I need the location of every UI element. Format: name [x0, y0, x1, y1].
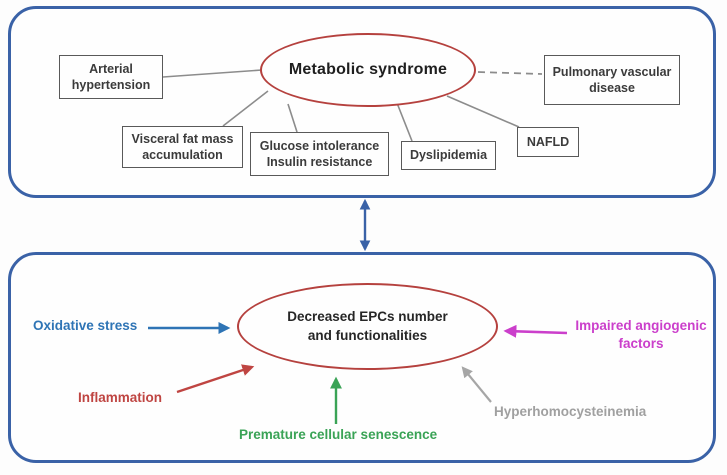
node-label: Glucose intolerance Insulin resistance — [259, 138, 380, 169]
node-glucose-insulin: Glucose intolerance Insulin resistance — [250, 132, 389, 176]
metabolic-syndrome-label: Metabolic syndrome — [288, 61, 448, 78]
node-nafld: NAFLD — [517, 127, 579, 157]
factor-oxidative-stress: Oxidative stress — [33, 318, 138, 333]
factor-impaired-angiogenic-factors: Impaired angiogenic factors — [575, 318, 707, 351]
node-pulmonary-vascular-disease: Pulmonary vascular disease — [544, 55, 680, 105]
node-visceral-fat-mass: Visceral fat mass accumulation — [122, 126, 243, 168]
decreased-epc-ellipse: Decreased EPCs number and functionalitie… — [237, 283, 498, 370]
node-arterial-hypertension: Arterial hypertension — [59, 55, 163, 99]
node-label: Arterial hypertension — [71, 61, 151, 92]
node-label: Visceral fat mass accumulation — [131, 131, 234, 162]
factor-premature-cellular-senescence: Premature cellular senescence — [239, 427, 438, 442]
node-dyslipidemia: Dyslipidemia — [401, 141, 496, 170]
node-label: Dyslipidemia — [409, 148, 488, 163]
node-label: NAFLD — [526, 134, 570, 149]
factor-hyperhomocysteinemia: Hyperhomocysteinemia — [494, 404, 647, 419]
metabolic-syndrome-ellipse: Metabolic syndrome — [260, 33, 476, 107]
node-label: Pulmonary vascular disease — [552, 64, 672, 95]
factor-inflammation: Inflammation — [78, 390, 163, 405]
decreased-epc-label: Decreased EPCs number and functionalitie… — [287, 309, 448, 343]
